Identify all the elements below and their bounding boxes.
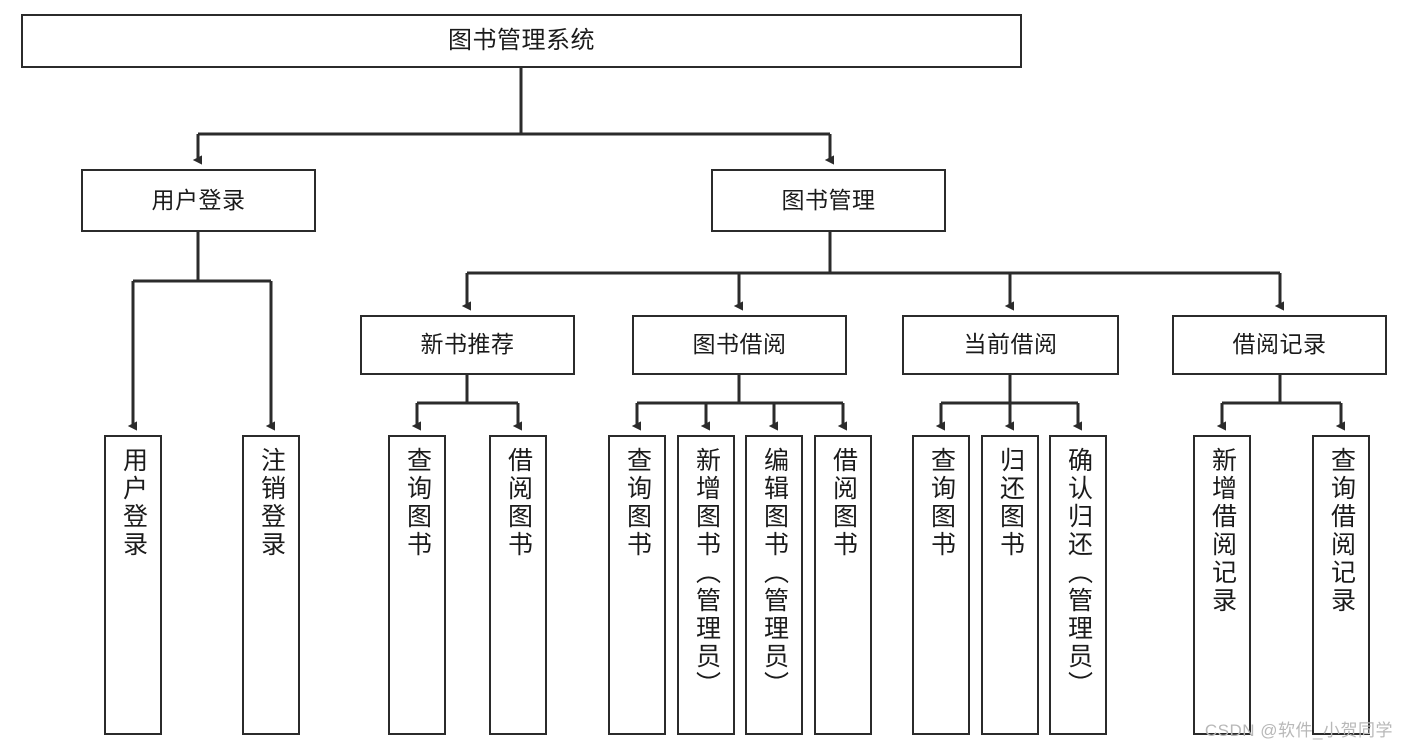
node-current-borrow[interactable]: 当前借阅 xyxy=(902,315,1119,375)
node-leaf-edit-book[interactable]: 编辑图书（管理员） xyxy=(745,435,803,735)
node-book-manage[interactable]: 图书管理 xyxy=(711,169,946,232)
node-borrow-record[interactable]: 借阅记录 xyxy=(1172,315,1387,375)
node-leaf-user-login-label: 用户登录 xyxy=(119,447,148,559)
node-current-borrow-label: 当前借阅 xyxy=(963,331,1058,358)
node-leaf-confirm-return[interactable]: 确认归还（管理员） xyxy=(1049,435,1107,735)
node-leaf-return-book-label: 归还图书 xyxy=(996,447,1025,559)
node-leaf-borrow-book-1-label: 借阅图书 xyxy=(504,447,533,559)
node-leaf-logout-label: 注销登录 xyxy=(257,447,286,559)
node-leaf-borrow-book-2[interactable]: 借阅图书 xyxy=(814,435,872,735)
node-leaf-add-book-label: 新增图书（管理员） xyxy=(692,447,721,699)
node-user-login-label: 用户登录 xyxy=(151,186,246,213)
node-leaf-add-record[interactable]: 新增借阅记录 xyxy=(1193,435,1251,735)
node-leaf-query-record[interactable]: 查询借阅记录 xyxy=(1312,435,1370,735)
node-book-borrow-label: 图书借阅 xyxy=(692,331,787,358)
node-leaf-edit-book-label: 编辑图书（管理员） xyxy=(760,447,789,699)
node-book-borrow[interactable]: 图书借阅 xyxy=(632,315,847,375)
node-leaf-query-book-2[interactable]: 查询图书 xyxy=(608,435,666,735)
node-new-book-rec[interactable]: 新书推荐 xyxy=(360,315,575,375)
node-borrow-record-label: 借阅记录 xyxy=(1232,331,1327,358)
watermark: CSDN @软件_小贺同学 xyxy=(1204,721,1393,740)
node-user-login[interactable]: 用户登录 xyxy=(81,169,316,232)
node-root-label: 图书管理系统 xyxy=(448,26,595,54)
node-leaf-query-book-3-label: 查询图书 xyxy=(927,447,956,559)
node-leaf-confirm-return-label: 确认归还（管理员） xyxy=(1064,447,1093,699)
node-leaf-query-book-3[interactable]: 查询图书 xyxy=(912,435,970,735)
node-leaf-query-book-2-label: 查询图书 xyxy=(623,447,652,559)
node-leaf-return-book[interactable]: 归还图书 xyxy=(981,435,1039,735)
node-leaf-borrow-book-2-label: 借阅图书 xyxy=(829,447,858,559)
node-root[interactable]: 图书管理系统 xyxy=(21,14,1022,68)
node-leaf-query-book-1[interactable]: 查询图书 xyxy=(388,435,446,735)
node-leaf-query-book-1-label: 查询图书 xyxy=(403,447,432,559)
node-leaf-query-record-label: 查询借阅记录 xyxy=(1327,447,1356,615)
node-new-book-rec-label: 新书推荐 xyxy=(420,331,515,358)
node-book-manage-label: 图书管理 xyxy=(781,186,876,213)
node-leaf-add-record-label: 新增借阅记录 xyxy=(1208,447,1237,615)
node-leaf-add-book[interactable]: 新增图书（管理员） xyxy=(677,435,735,735)
node-leaf-user-login[interactable]: 用户登录 xyxy=(104,435,162,735)
node-leaf-borrow-book-1[interactable]: 借阅图书 xyxy=(489,435,547,735)
node-leaf-logout[interactable]: 注销登录 xyxy=(242,435,300,735)
